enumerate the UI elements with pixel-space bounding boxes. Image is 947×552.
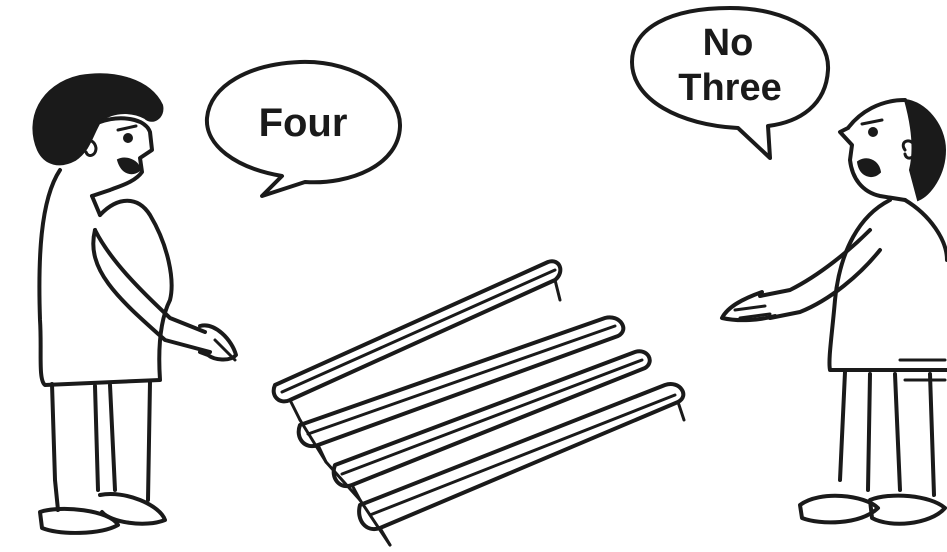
- right-bubble-line2: Three: [678, 67, 781, 109]
- left-person-hair: [32, 73, 164, 166]
- left-person: [32, 73, 238, 535]
- impossible-prongs: [271, 259, 686, 547]
- left-bubble-text: Four: [259, 101, 348, 145]
- left-speech-bubble: Four: [204, 59, 402, 198]
- right-person: [720, 98, 947, 526]
- right-speech-bubble: No Three: [630, 6, 831, 160]
- right-person-hair: [903, 98, 947, 202]
- right-bubble-line1: No: [703, 22, 754, 64]
